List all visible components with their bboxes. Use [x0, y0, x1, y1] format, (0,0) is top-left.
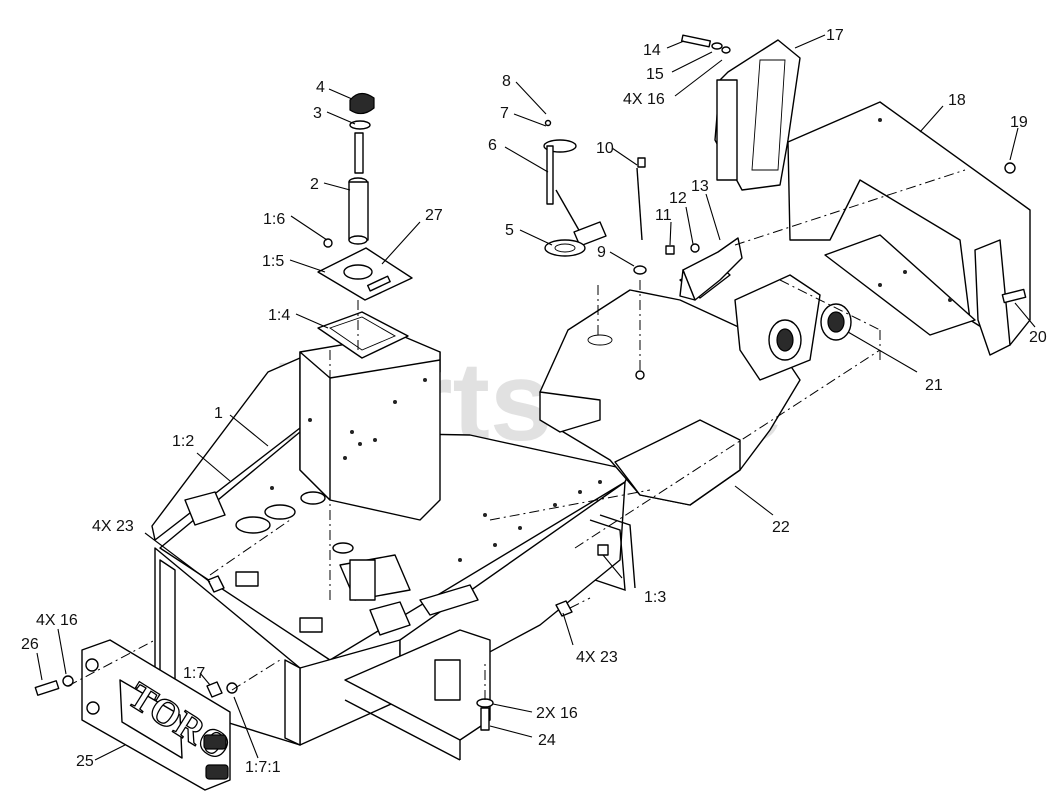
fuel-sender-assembly [543, 119, 607, 257]
vent-tube [633, 157, 647, 275]
callout-14: 14 [643, 42, 661, 59]
callout-1-3: 1:3 [644, 589, 666, 606]
callout-19: 19 [1010, 114, 1028, 131]
callout-1-7: 1:7 [183, 665, 205, 682]
callout-2: 2 [310, 176, 319, 193]
callout-1-5: 1:5 [262, 253, 284, 270]
callout-13: 13 [691, 178, 709, 195]
callout-17: 17 [826, 27, 844, 44]
callout-12: 12 [669, 190, 687, 207]
callout-labels: 1 1:2 1:3 1:4 1:5 1:6 1:7 1:7:1 2 3 4 5 … [21, 27, 1047, 776]
callout-25: 25 [76, 753, 94, 770]
callout-7: 7 [500, 105, 509, 122]
callout-4x23-left: 4X 23 [92, 518, 134, 535]
toro-nameplate: TORO [81, 639, 238, 791]
callout-4x16-top: 4X 16 [623, 91, 665, 108]
callout-21: 21 [925, 377, 943, 394]
callout-8: 8 [502, 73, 511, 90]
top-hardware [680, 34, 731, 54]
callout-1-6: 1:6 [263, 211, 285, 228]
callout-4x16-left: 4X 16 [36, 612, 78, 629]
callout-18: 18 [948, 92, 966, 109]
callout-22: 22 [772, 519, 790, 536]
callout-6: 6 [488, 137, 497, 154]
callout-4: 4 [316, 79, 325, 96]
callout-9: 9 [597, 244, 606, 261]
callout-20: 20 [1029, 329, 1047, 346]
callout-11: 11 [655, 207, 672, 224]
callout-2x16: 2X 16 [536, 705, 578, 722]
callout-10: 10 [596, 140, 614, 157]
callout-27: 27 [425, 207, 443, 224]
tank-bracket [787, 101, 1031, 356]
callout-5: 5 [505, 222, 514, 239]
callout-24: 24 [538, 732, 556, 749]
callout-1: 1 [214, 405, 223, 422]
centerlines [67, 169, 966, 700]
tank-pad [714, 39, 801, 191]
filler-neck-assembly [317, 92, 413, 359]
callout-1-7-1: 1:7:1 [245, 759, 281, 776]
main-frame [151, 334, 636, 761]
gas-cap [820, 303, 852, 341]
tank-clamp [665, 237, 743, 301]
callout-1-4: 1:4 [268, 307, 290, 324]
callout-4x23-right: 4X 23 [576, 649, 618, 666]
fuel-tank [539, 261, 821, 506]
leader-lines [36, 34, 1036, 761]
callout-3: 3 [313, 105, 322, 122]
callout-1-2: 1:2 [172, 433, 194, 450]
callout-15: 15 [646, 66, 664, 83]
callout-26: 26 [21, 636, 39, 653]
